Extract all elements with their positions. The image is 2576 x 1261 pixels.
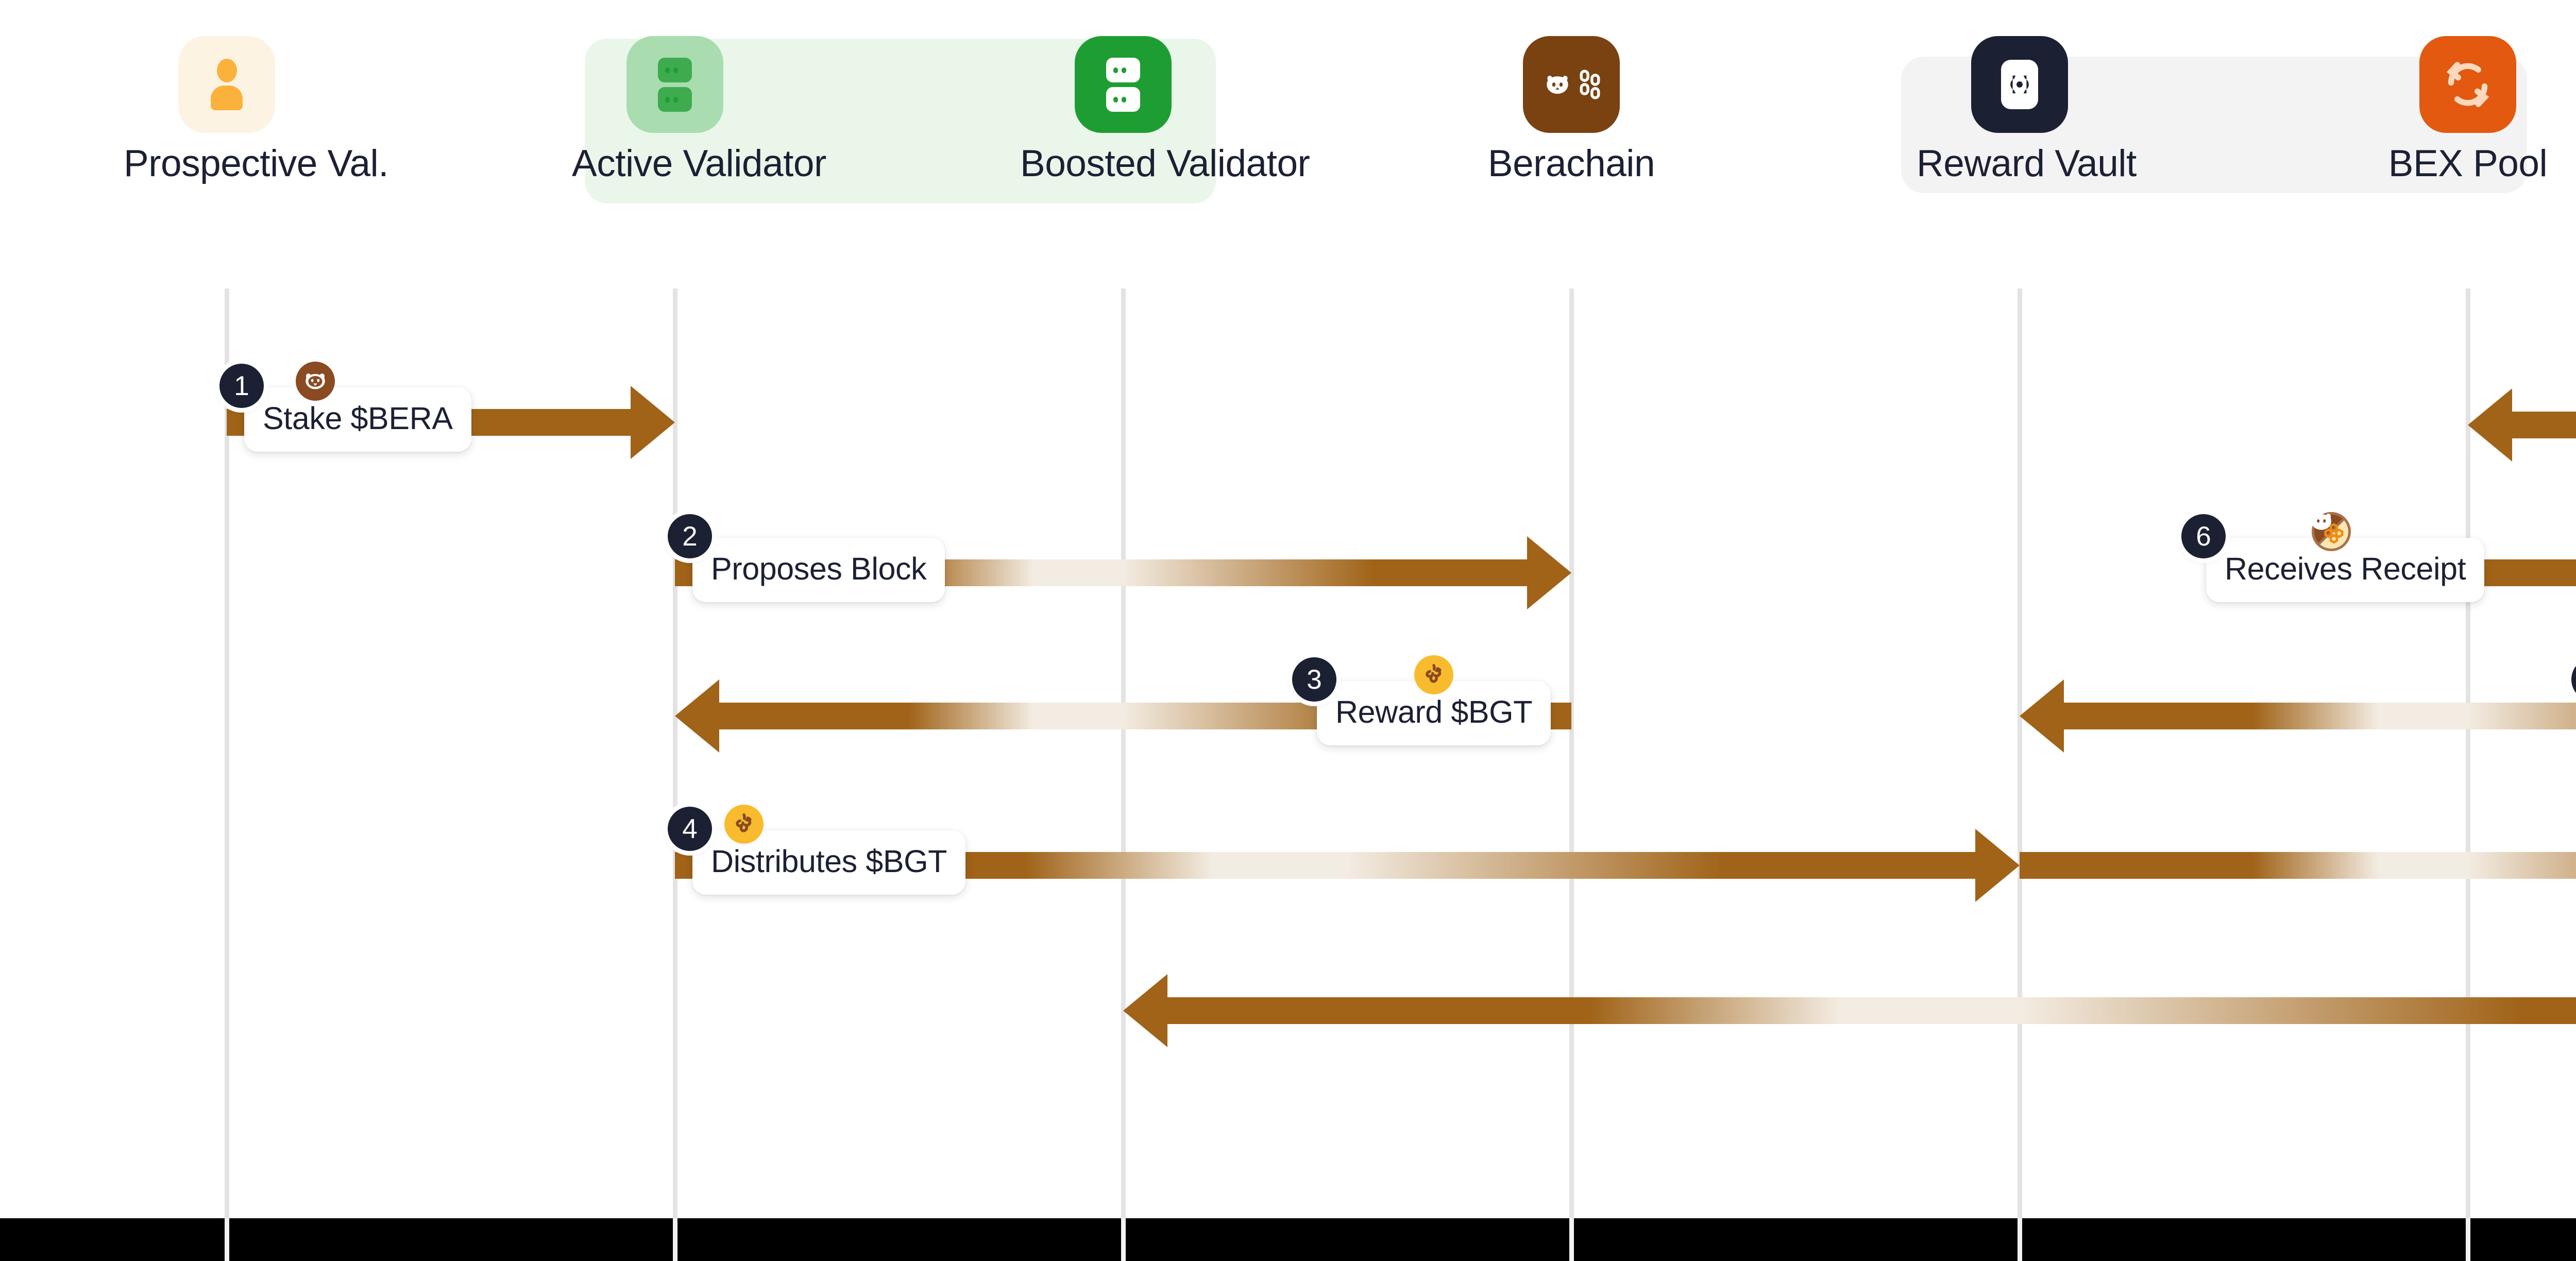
lifeline-prospective — [225, 288, 229, 1261]
bear-chain-icon — [1541, 69, 1602, 100]
actor-icon-boosted: .svr i::before,.svr i::after{background:… — [1075, 36, 1172, 133]
person-icon — [202, 58, 251, 111]
message-label-text: Stake $BERA — [263, 401, 453, 436]
actor-label-boosted: Boosted Validator — [1020, 143, 1310, 184]
token-lp-receipt-icon — [2312, 512, 2351, 551]
bottom-band — [0, 1218, 2576, 1261]
message-arrow-8 — [2020, 827, 2576, 904]
actor-label-active: Active Validator — [572, 143, 826, 184]
step-badge-6: 6 — [2181, 514, 2226, 558]
actor-berachain[interactable]: Berachain — [1468, 36, 1674, 184]
actor-icon-active: .svr i::before,.svr i::after{background:… — [626, 36, 723, 133]
message-arrow-2 — [675, 534, 1571, 611]
step-badge-1: 1 — [219, 364, 264, 408]
actor-label-berachain: Berachain — [1487, 143, 1655, 184]
lifeline-bexpool — [2466, 288, 2470, 1261]
lifeline-boosted — [1121, 288, 1126, 1261]
actor-icon-rewardvault — [1971, 36, 2068, 133]
message-tokens-3 — [1414, 655, 1453, 694]
message-label-6: Receives Receipt — [2206, 538, 2485, 602]
message-tokens-6 — [2312, 512, 2351, 551]
step-badge-7: 7 — [2571, 657, 2576, 702]
message-arrow-9 — [1123, 972, 2576, 1049]
message-label-text: Reward $BGT — [1335, 694, 1533, 729]
swap-refresh-icon — [2441, 58, 2495, 111]
actor-label-rewardvault: Reward Vault — [1917, 143, 2137, 184]
step-badge-2: 2 — [668, 514, 712, 558]
actor-bexpool[interactable]: BEX Pool — [2365, 36, 2571, 184]
message-label-2: Proposes Block — [692, 538, 945, 602]
message-arrow-5 — [2468, 386, 2576, 464]
token-bgt-icon — [1414, 655, 1453, 694]
message-arrow-3 — [675, 677, 1571, 755]
step-badge-3: 3 — [1292, 657, 1336, 702]
actor-label-prospective: Prospective Val. — [124, 143, 389, 184]
actor-icon-prospective — [178, 36, 275, 133]
message-tokens-1 — [296, 362, 335, 401]
step-badge-4: 4 — [668, 807, 712, 851]
token-bgt-icon — [724, 805, 764, 844]
lifeline-berachain — [1569, 288, 1574, 1261]
message-label-text: Proposes Block — [711, 551, 927, 586]
message-tokens-4 — [724, 805, 764, 844]
message-label-1: Stake $BERA — [244, 387, 471, 452]
actor-rewardvault[interactable]: Reward Vault — [1917, 36, 2137, 184]
message-label-text: Distributes $BGT — [711, 844, 947, 879]
actor-active[interactable]: .svr i::before,.svr i::after{background:… — [572, 36, 826, 184]
token-bera-icon — [296, 362, 335, 401]
message-label-text: Receives Receipt — [2225, 551, 2466, 586]
actor-icon-berachain — [1523, 36, 1620, 133]
lifeline-rewardvault — [2018, 288, 2022, 1261]
actor-icon-bexpool — [2419, 36, 2516, 133]
message-arrow-6 — [2468, 534, 2576, 611]
server-stack-icon — [1106, 57, 1140, 112]
lifeline-active — [673, 288, 677, 1261]
actor-label-bexpool: BEX Pool — [2388, 143, 2548, 184]
server-stack-icon — [658, 57, 692, 112]
actor-boosted[interactable]: .svr i::before,.svr i::after{background:… — [1020, 36, 1310, 184]
actor-prospective[interactable]: Prospective Val. — [124, 36, 389, 184]
vault-icon — [2001, 60, 2038, 109]
message-arrow-4 — [675, 827, 2020, 904]
message-arrow-7 — [2020, 677, 2576, 755]
